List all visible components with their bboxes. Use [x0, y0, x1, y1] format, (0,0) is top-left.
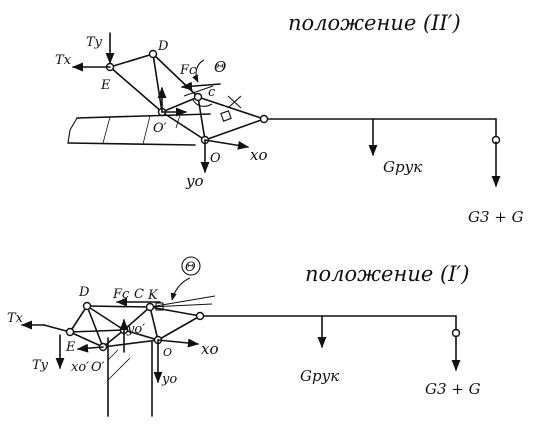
bottom-label-g-ruk: Gрук [300, 367, 339, 385]
bottom-label-o: O [163, 346, 172, 359]
bottom-joint-end [195, 311, 205, 321]
bottom-linkage [43, 295, 457, 348]
bottom-label-c: C [134, 287, 144, 302]
bottom-label-xo: xo [201, 340, 219, 358]
bottom-base-post [107, 337, 153, 417]
bottom-label-o-prime: O′ [91, 360, 105, 375]
top-label-e: E [100, 78, 111, 93]
bottom-label-xo-prime: xo′ [71, 360, 89, 375]
top-label-theta: Θ [214, 58, 226, 76]
top-label-tx: Tx [55, 53, 72, 68]
top-linkage [109, 53, 497, 141]
bottom-joint-e [65, 327, 75, 337]
top-label-d: D [157, 39, 169, 54]
bottom-theta-circle [181, 256, 201, 276]
bottom-title: положение (I′) [305, 262, 469, 286]
top-label-xo: xo [250, 146, 268, 164]
bottom-label-k: K [147, 288, 159, 303]
bottom-label-d: D [78, 285, 90, 300]
bottom-label-yo: yo [161, 372, 177, 387]
bottom-joint-c [145, 302, 155, 312]
top-joint-c [193, 92, 203, 102]
top-joint-end [259, 114, 269, 124]
bottom-label-e: E [65, 340, 76, 355]
top-force-arrows [71, 32, 501, 188]
top-label-yo: yo [185, 172, 204, 190]
top-label-o: O [210, 151, 221, 166]
top-label-g-total: G3 + G [468, 208, 524, 226]
top-label-ty: Ty [86, 35, 103, 50]
bottom-label-tx: Tx [7, 311, 24, 326]
top-label-c: c [208, 85, 216, 100]
top-label-o-prime: O′ [153, 121, 167, 136]
bottom-label-fc: Fc [112, 287, 130, 302]
top-label-g-ruk: Gрук [383, 158, 422, 176]
bottom-label-theta: Θ [185, 260, 196, 275]
top-diagram: положение (II′) [55, 11, 524, 226]
bottom-label-g-total: G3 + G [425, 380, 481, 398]
top-label-fc: Fc [179, 63, 197, 78]
top-joint-d [148, 49, 158, 59]
bottom-force-arrows [20, 277, 461, 384]
bottom-joint-d [82, 301, 92, 311]
top-title: положение (II′) [288, 11, 461, 35]
bottom-label-ty: Ty [32, 358, 49, 373]
bottom-diagram: положение (I′) [7, 256, 481, 417]
bottom-label-yo-prime: yo′ [126, 322, 145, 337]
